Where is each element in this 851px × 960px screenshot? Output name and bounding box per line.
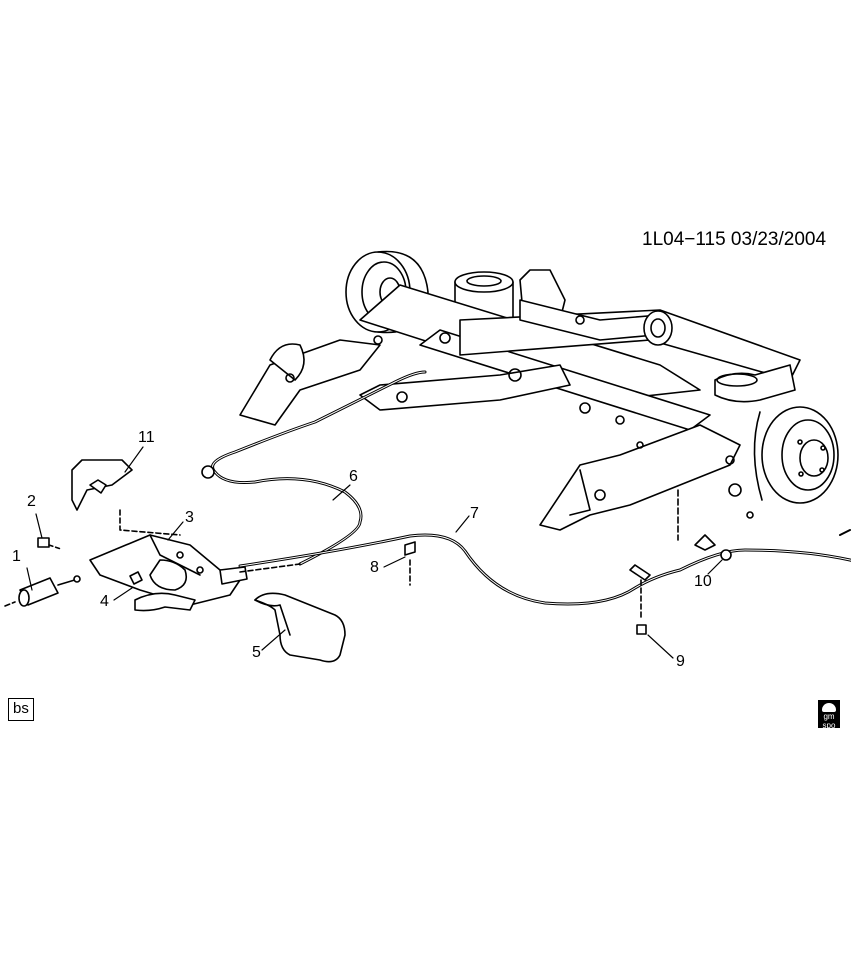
callout-11: 11	[138, 429, 155, 446]
part-4-bracket	[129, 571, 196, 612]
part-9-bolt	[629, 564, 651, 635]
callout-2: 2	[27, 493, 36, 510]
callout-9: 9	[676, 653, 685, 670]
callout-7: 7	[470, 505, 479, 522]
callout-8: 8	[370, 559, 379, 576]
logo-text: gm spo	[822, 712, 836, 730]
part-11-shield	[71, 459, 181, 536]
callout-5: 5	[252, 644, 261, 661]
cable-end-fitting	[396, 391, 408, 403]
callout-10: 10	[694, 573, 712, 590]
part-2-bolt	[37, 537, 62, 550]
stamp-label: bs	[8, 698, 34, 721]
leader-lines	[26, 446, 723, 659]
parking-brake-cable-front	[211, 370, 427, 566]
callout-3: 3	[185, 509, 194, 526]
callout-1: 1	[12, 548, 21, 565]
parking-brake-cable-rear	[238, 533, 851, 606]
gm-spo-logo: gm spo	[818, 700, 840, 730]
part-10-fastener	[694, 534, 732, 561]
reference-code: 1L04−115 03/23/2004	[642, 229, 827, 250]
part-8-clip	[404, 541, 416, 586]
part-1-handle-grip	[4, 575, 81, 607]
rear-suspension-assembly	[239, 250, 839, 531]
callout-6: 6	[349, 468, 358, 485]
callout-4: 4	[100, 593, 109, 610]
part-5-cover	[254, 592, 346, 663]
part-3-lever-assembly	[89, 534, 301, 606]
cable-end-fitting	[201, 465, 215, 479]
